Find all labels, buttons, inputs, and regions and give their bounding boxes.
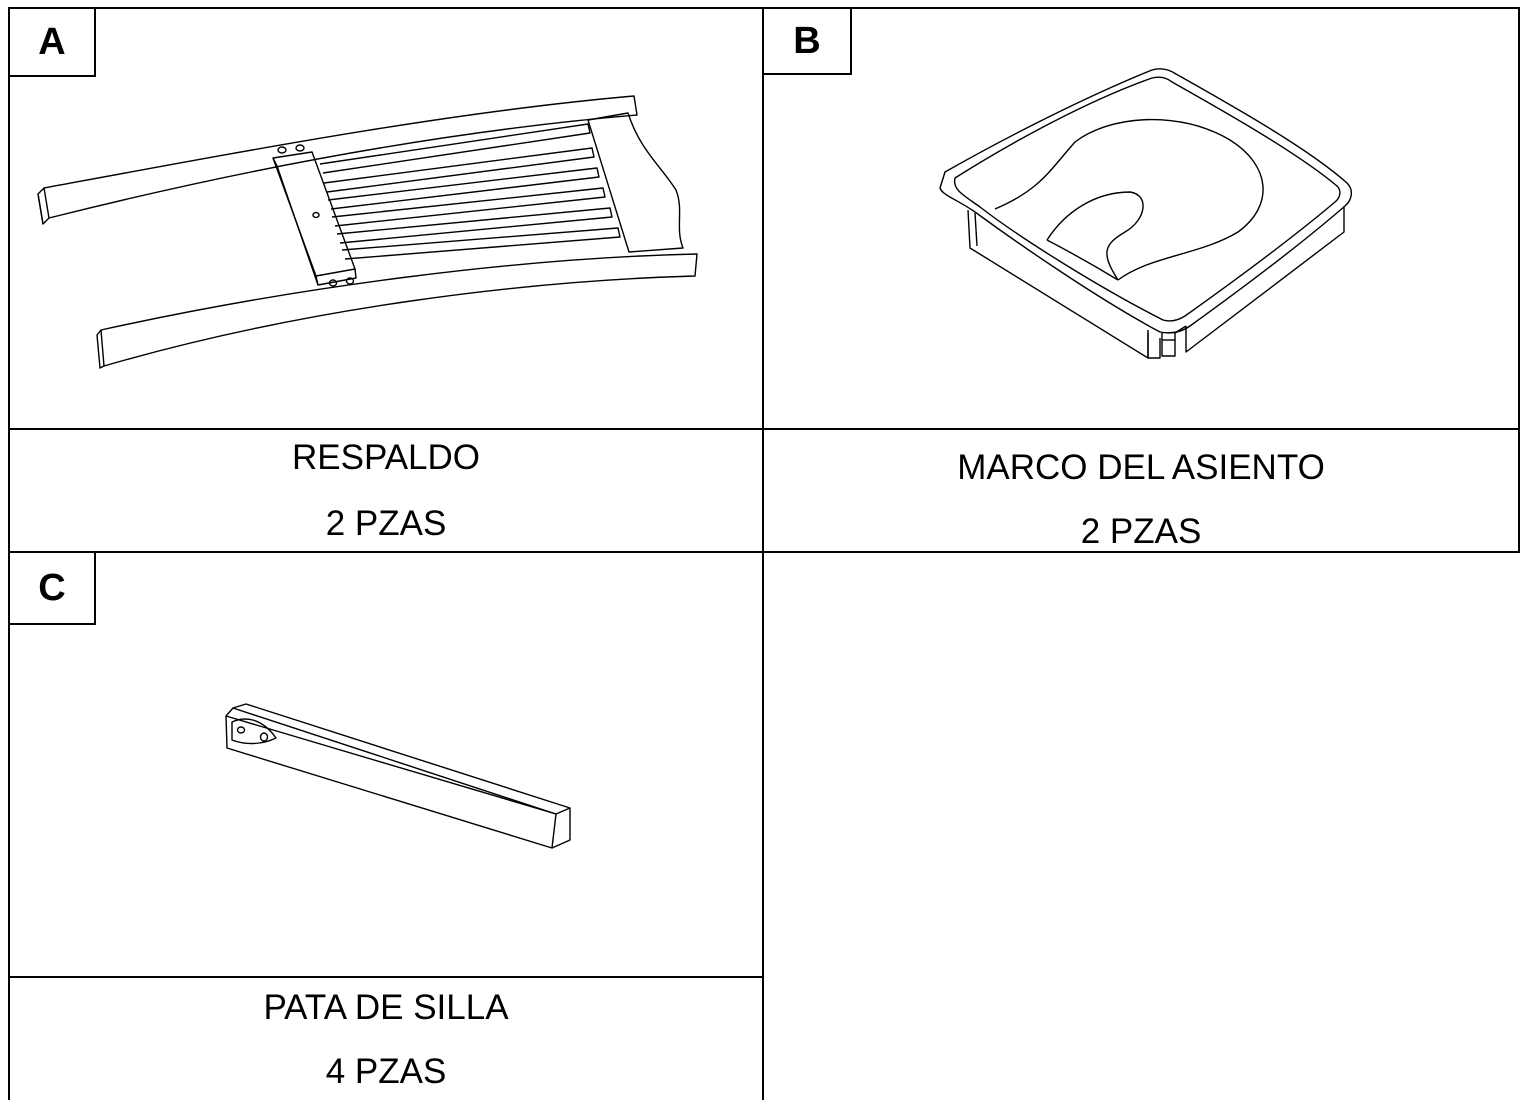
chair-leg-drawing-icon xyxy=(10,553,762,976)
part-c-quantity: 4 PZAS xyxy=(325,1052,447,1091)
part-b-letter: B xyxy=(764,9,852,75)
seat-frame-drawing-icon xyxy=(764,9,1518,428)
grid-outer-right xyxy=(1518,7,1520,553)
part-b-name: MARCO DEL ASIENTO xyxy=(957,448,1325,487)
part-c-panel: C xyxy=(10,553,762,976)
part-b-quantity: 2 PZAS xyxy=(1080,512,1202,551)
grid-outer-left xyxy=(8,7,10,1100)
grid-row-divider xyxy=(8,551,1520,553)
chair-backrest-drawing-icon xyxy=(10,9,762,428)
part-a-letter: A xyxy=(10,9,96,77)
part-a-name: RESPALDO xyxy=(291,438,481,477)
part-a-panel: A xyxy=(10,9,762,428)
part-a-quantity: 2 PZAS xyxy=(325,504,447,543)
part-b-panel: B xyxy=(764,9,1518,428)
grid-row1-caption-top xyxy=(8,428,1520,430)
grid-row2-caption-top xyxy=(8,976,764,978)
part-c-name: PATA DE SILLA xyxy=(263,988,509,1027)
grid-center-divider xyxy=(762,7,764,1100)
grid-outer-top xyxy=(8,7,1520,9)
part-c-letter: C xyxy=(10,553,96,625)
